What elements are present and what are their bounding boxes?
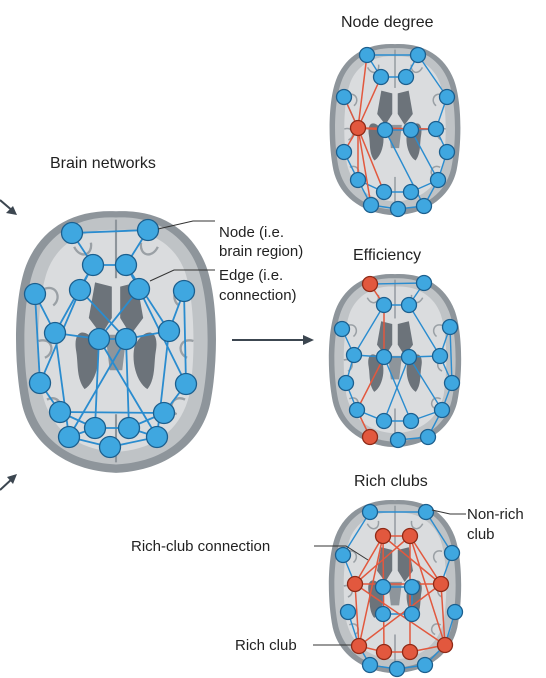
rich-clubs-title: Rich clubs (354, 473, 428, 490)
incoming-arrows (0, 200, 17, 490)
node-label-line1: Node (i.e. (219, 224, 284, 241)
non-rich-label-line1: Non-rich (467, 506, 524, 523)
rich-clubs-brain (329, 500, 463, 676)
main-brain-network (16, 211, 216, 473)
center-arrow (232, 335, 314, 345)
efficiency-brain (329, 274, 461, 447)
rich-club-node (352, 639, 367, 654)
edge-label-line1: Edge (i.e. (219, 267, 283, 284)
rich-club-connection-label: Rich-club connection (131, 538, 270, 555)
node-degree-brain (330, 44, 461, 216)
efficiency-end-node (363, 430, 378, 445)
efficiency-title: Efficiency (353, 247, 421, 264)
rich-club-label: Rich club (235, 637, 297, 654)
non-rich-label-line2: club (467, 526, 495, 543)
non-rich-club-node (363, 505, 378, 520)
high-degree-node (351, 121, 366, 136)
brain-networks-title: Brain networks (50, 155, 156, 172)
node-degree-title: Node degree (341, 14, 434, 31)
node-label-line2: brain region) (219, 243, 303, 260)
efficiency-start-node (363, 277, 378, 292)
edge-label-line2: connection) (219, 287, 297, 304)
